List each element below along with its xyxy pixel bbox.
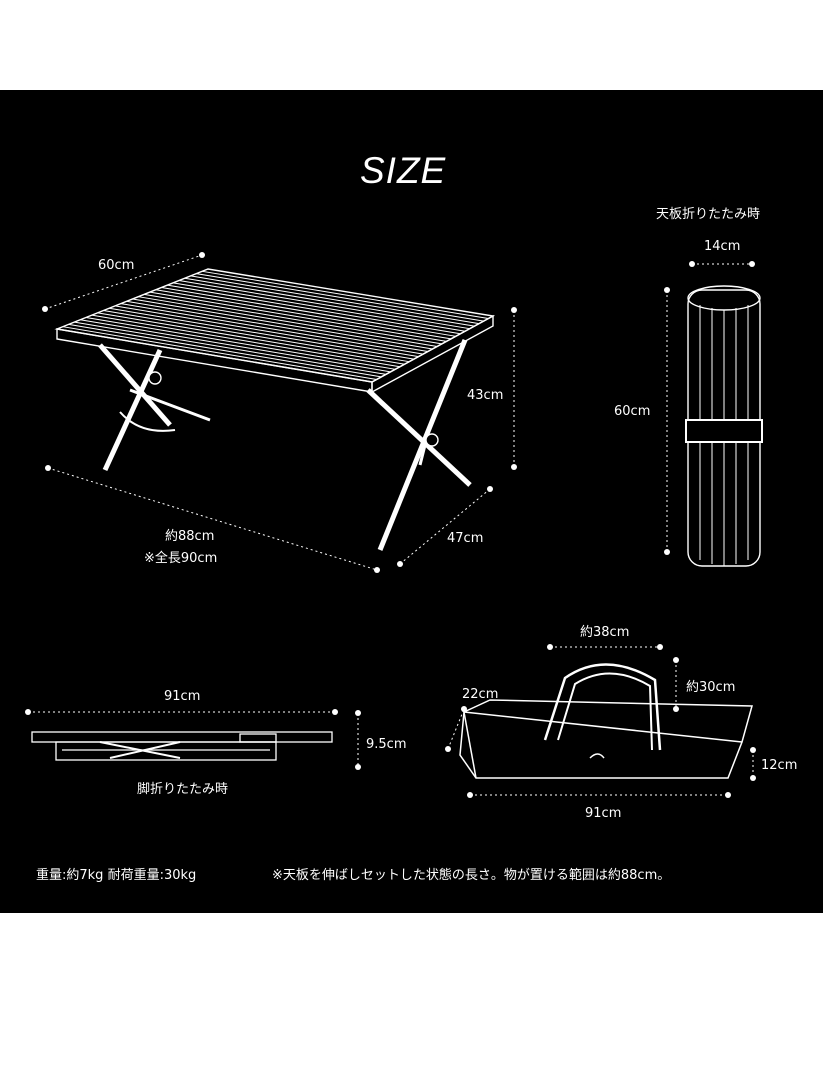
- folded-legs-illustration: [31, 731, 333, 761]
- table-slat: [74, 321, 387, 375]
- table-slat: [149, 291, 447, 342]
- dimension-endpoints: [25, 252, 756, 798]
- table-slat: [173, 282, 466, 332]
- table-slat: [80, 319, 391, 373]
- folded-legs-caption: 脚折りたたみ時: [137, 782, 229, 797]
- table-slat: [138, 296, 438, 347]
- table-slat: [132, 298, 433, 350]
- table-slat: [190, 275, 480, 325]
- table-slat: [114, 305, 419, 358]
- page-title: SIZE: [360, 150, 447, 191]
- weight-spec: 重量:約7kg 耐荷重量:30kg: [36, 868, 197, 883]
- table-slat: [196, 273, 484, 322]
- size-panel: SIZE 60cm 43cm 47cm 約88cm ※全長90cm 天板折りたた…: [0, 90, 823, 913]
- table-slat: [120, 303, 424, 355]
- rolled-top-illustration: [685, 285, 763, 567]
- bag-height-label: 12cm: [761, 758, 798, 773]
- bag-handle-width-label: 約38cm: [580, 625, 630, 640]
- table-slat: [161, 286, 456, 337]
- table-slat: [202, 270, 489, 320]
- bag-handle-height-label: 約30cm: [686, 680, 736, 695]
- table-slat: [62, 326, 377, 380]
- bag-illustration: [459, 663, 753, 779]
- table-width-label: 60cm: [98, 258, 135, 273]
- table-slat: [178, 280, 470, 330]
- table-length-label: 約88cm: [165, 529, 215, 544]
- dimension-lines: [28, 254, 754, 796]
- table-illustration: [54, 268, 496, 551]
- table-slat: [97, 312, 405, 365]
- table-slat: [184, 277, 475, 327]
- table-height-label: 43cm: [467, 388, 504, 403]
- table-slat: [167, 284, 461, 335]
- table-slat: [103, 310, 410, 363]
- diagram-art: [25, 252, 763, 798]
- table-slat: [126, 300, 428, 353]
- rolled-top-caption: 天板折りたたみ時: [656, 207, 761, 222]
- table-depth-label: 47cm: [447, 531, 484, 546]
- table-slat: [91, 314, 401, 368]
- folded-width-label: 91cm: [164, 689, 201, 704]
- length-footnote: ※天板を伸ばしセットした状態の長さ。物が置ける範囲は約88cm。: [272, 868, 671, 883]
- table-length-note: ※全長90cm: [144, 551, 218, 566]
- table-slat: [85, 316, 396, 370]
- table-slat: [68, 323, 382, 378]
- bag-depth-label: 22cm: [462, 687, 499, 702]
- table-slat: [144, 293, 442, 345]
- bag-width-label: 91cm: [585, 806, 622, 821]
- folded-height-label: 9.5cm: [366, 737, 407, 752]
- rolled-top-height-label: 60cm: [614, 404, 651, 419]
- rolled-top-width-label: 14cm: [704, 239, 741, 254]
- table-slat: [109, 307, 414, 360]
- table-slat: [155, 289, 452, 340]
